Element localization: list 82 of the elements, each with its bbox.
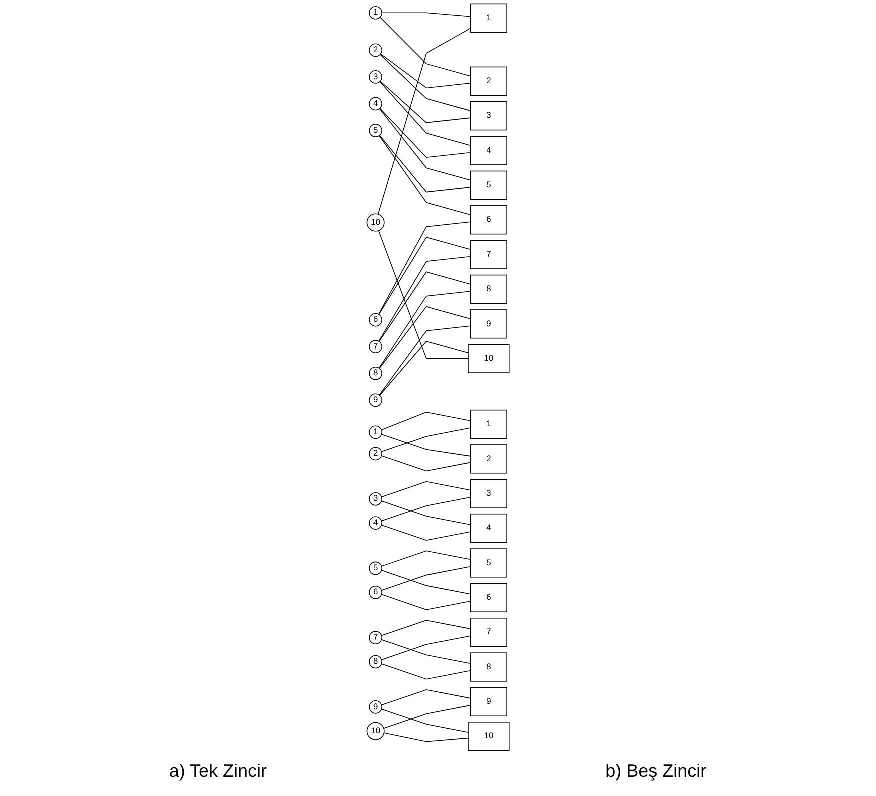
- node-box: 5: [470, 170, 508, 200]
- connector: [380, 81, 471, 124]
- node-circle: 7: [368, 340, 382, 354]
- node-box: 1: [470, 4, 508, 33]
- node-box: 4: [470, 136, 508, 166]
- node-box: 5: [470, 548, 508, 578]
- connector: [378, 237, 471, 316]
- connector: [381, 636, 471, 660]
- connector: [381, 639, 471, 664]
- connector: [379, 341, 469, 396]
- connector: [381, 500, 471, 526]
- connector: [384, 732, 469, 742]
- node-circle: 8: [368, 366, 382, 380]
- connector: [381, 570, 471, 595]
- node-circle: 10: [366, 722, 385, 740]
- node-circle: 4: [368, 97, 382, 111]
- node-box: 2: [470, 444, 508, 474]
- connector: [378, 291, 471, 369]
- connector: [378, 306, 471, 369]
- connector: [380, 17, 471, 77]
- connector: [381, 496, 471, 522]
- connector: [378, 256, 471, 342]
- node-box: 6: [470, 206, 508, 235]
- connector: [378, 135, 471, 216]
- connector: [378, 230, 469, 360]
- node-circle: 3: [368, 70, 382, 84]
- node-circle: 8: [368, 655, 382, 669]
- node-box: 4: [470, 514, 508, 544]
- connector: [381, 12, 471, 18]
- connector: [378, 222, 471, 315]
- connector: [378, 326, 471, 396]
- panel-caption: a) Tek Zincir: [169, 761, 268, 782]
- node-box: 10: [468, 344, 510, 374]
- node-box: 2: [470, 66, 508, 96]
- node-circle: 3: [368, 492, 382, 506]
- connector: [381, 524, 471, 542]
- node-circle: 6: [368, 586, 382, 600]
- connector: [381, 434, 471, 457]
- node-box: 8: [470, 274, 508, 304]
- node-box: 3: [470, 479, 508, 508]
- node-box: 8: [470, 652, 508, 682]
- node-box: 9: [470, 310, 508, 339]
- connector: [381, 689, 471, 706]
- node-circle: 5: [368, 124, 382, 138]
- connector: [381, 481, 471, 498]
- node-circle: 4: [368, 516, 382, 530]
- connector: [380, 412, 471, 430]
- connector: [380, 54, 471, 112]
- node-circle: 7: [368, 631, 382, 644]
- node-circle: 1: [368, 426, 382, 440]
- connector: [379, 135, 471, 193]
- connector: [381, 664, 471, 680]
- node-box: 6: [470, 583, 508, 612]
- node-box: 7: [470, 240, 508, 270]
- node-circle: 10: [366, 214, 385, 232]
- node-box: 9: [470, 687, 508, 717]
- node-circle: 1: [368, 6, 382, 20]
- connector: [378, 28, 471, 215]
- node-box: 3: [470, 102, 508, 131]
- panel-caption: b) Beş Zincir: [606, 761, 707, 782]
- connector: [381, 456, 471, 472]
- connector: [378, 272, 471, 342]
- connector: [380, 54, 471, 89]
- node-circle: 5: [368, 562, 382, 576]
- connector: [383, 705, 471, 729]
- connector: [379, 81, 471, 146]
- node-box: 1: [470, 410, 508, 440]
- node-circle: 9: [368, 394, 382, 408]
- connector: [381, 550, 471, 567]
- node-box: 10: [468, 722, 510, 752]
- connector: [381, 620, 471, 636]
- connector: [379, 108, 471, 181]
- node-circle: 9: [368, 700, 382, 714]
- node-circle: 2: [368, 447, 382, 461]
- node-box: 7: [470, 618, 508, 648]
- node-circle: 2: [368, 44, 382, 58]
- connector: [381, 708, 469, 734]
- connector: [381, 428, 471, 452]
- node-circle: 6: [368, 313, 382, 327]
- connector: [381, 566, 471, 591]
- connector: [381, 594, 471, 610]
- connector: [379, 108, 471, 158]
